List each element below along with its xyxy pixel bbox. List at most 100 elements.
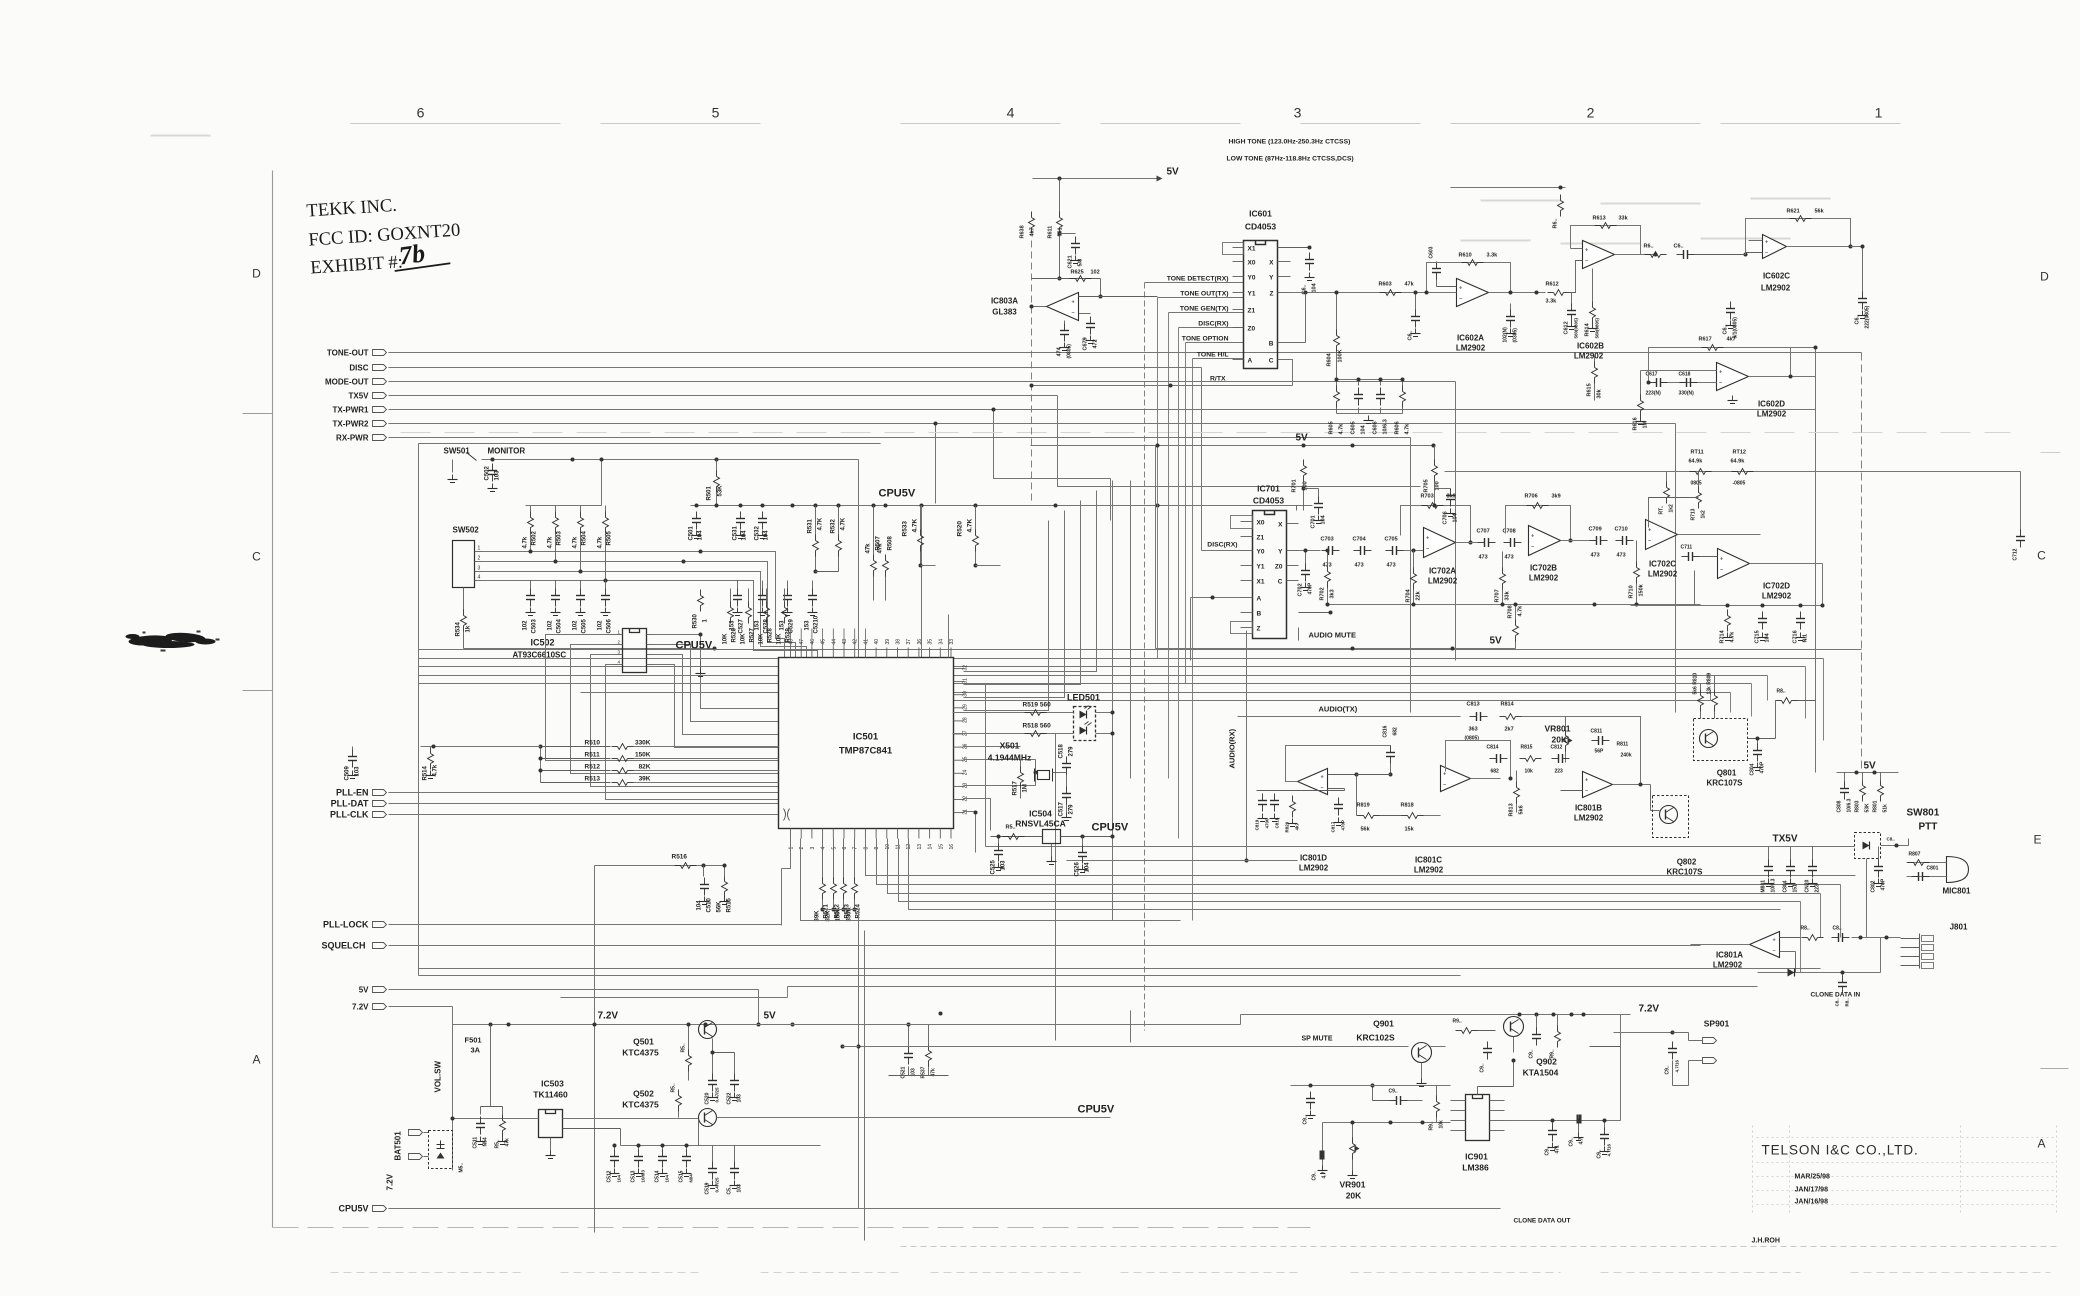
svg-text:2: 2: [1587, 105, 1595, 121]
svg-text:R528: R528: [768, 627, 774, 642]
svg-text:0.47/25: 0.47/25: [715, 1177, 720, 1193]
svg-text:150K: 150K: [635, 752, 651, 759]
svg-text:5V: 5V: [1864, 761, 1877, 772]
svg-text:8: 8: [863, 847, 869, 850]
svg-text:PLL-CLK: PLL-CLK: [330, 810, 369, 820]
svg-text:150k: 150k: [1639, 583, 1645, 596]
svg-text:C6..: C6..: [1855, 314, 1861, 325]
svg-text:40: 40: [874, 639, 880, 645]
svg-text:473: 473: [1479, 555, 1488, 561]
svg-text:IC801B: IC801B: [1575, 804, 1602, 813]
svg-text:C816: C816: [1383, 725, 1389, 737]
svg-text:N.1: N.1: [1803, 634, 1809, 643]
svg-text:102: 102: [598, 620, 604, 631]
svg-text:R605: R605: [1329, 421, 1335, 434]
svg-text:Y1: Y1: [1257, 564, 1265, 571]
svg-text:IC504: IC504: [1029, 809, 1052, 819]
svg-text:KRC102S: KRC102S: [1356, 1033, 1395, 1043]
svg-text:R611: R611: [1048, 226, 1054, 239]
svg-text:Y: Y: [1278, 549, 1283, 556]
svg-text:82K: 82K: [639, 764, 651, 771]
svg-text:10K: 10K: [723, 633, 729, 645]
svg-text:222(0805): 222(0805): [1865, 305, 1871, 328]
svg-text:C706: C706: [1443, 511, 1449, 524]
svg-text:1: 1: [703, 619, 709, 623]
svg-text:C5..: C5..: [727, 1185, 733, 1195]
svg-text:30k: 30k: [1597, 388, 1603, 398]
svg-text:A: A: [1257, 596, 1262, 603]
svg-text:0805: 0805: [1691, 481, 1702, 487]
svg-text:KRC107S: KRC107S: [1666, 868, 1703, 877]
svg-text:R813: R813: [1509, 803, 1515, 816]
svg-text:100: 100: [1303, 481, 1309, 490]
svg-text:C606: C606: [1373, 421, 1379, 434]
svg-text:TMP87C841: TMP87C841: [839, 746, 893, 757]
svg-text:IC702C: IC702C: [1649, 560, 1676, 569]
svg-text:R514: R514: [423, 765, 429, 780]
svg-text:LM2902: LM2902: [1762, 592, 1792, 601]
svg-text:37: 37: [906, 639, 912, 645]
svg-text:R9..: R9..: [1429, 1121, 1435, 1131]
svg-text:2: 2: [799, 847, 805, 850]
svg-text:C9..: C9..: [1303, 1115, 1309, 1125]
svg-text:Z1: Z1: [1248, 308, 1256, 315]
svg-text:3A: 3A: [471, 1046, 481, 1055]
svg-text:DISC: DISC: [349, 364, 368, 373]
svg-text:+: +: [1765, 240, 1768, 246]
svg-text:R517: R517: [1013, 780, 1019, 795]
svg-text:C: C: [1278, 579, 1283, 586]
svg-text:−: −: [1459, 297, 1462, 303]
svg-text:LED501: LED501: [1067, 693, 1100, 703]
svg-text:R503: R503: [557, 530, 563, 545]
svg-text:+: +: [1443, 772, 1446, 778]
svg-text:10k: 10k: [1439, 1120, 1445, 1129]
svg-text:C716: C716: [1793, 630, 1799, 643]
svg-text:R819: R819: [1357, 803, 1370, 809]
svg-text:474: 474: [1057, 346, 1063, 356]
svg-text:IC701: IC701: [1257, 484, 1280, 494]
svg-text:4.7K: 4.7K: [967, 518, 974, 532]
svg-text:330(N): 330(N): [1679, 391, 1695, 397]
svg-text:3: 3: [810, 847, 816, 850]
svg-text:+: +: [1585, 778, 1588, 784]
svg-text:C704: C704: [1353, 537, 1367, 543]
svg-text:R521: R521: [824, 903, 830, 918]
svg-text:D: D: [2040, 270, 2049, 284]
svg-text:104: 104: [617, 1174, 622, 1182]
svg-text:SW801: SW801: [1907, 808, 1940, 819]
svg-text:DISC(RX): DISC(RX): [1207, 542, 1237, 549]
svg-text:104: 104: [1312, 282, 1318, 292]
svg-text:10/6.3: 10/6.3: [1847, 798, 1853, 812]
svg-text:3.3k: 3.3k: [1546, 299, 1558, 305]
svg-text:14: 14: [928, 844, 934, 850]
svg-text:C710: C710: [1615, 527, 1628, 533]
svg-text:−: −: [1648, 539, 1651, 545]
svg-text:IC602B: IC602B: [1577, 342, 1604, 351]
svg-text:2: 2: [618, 640, 621, 645]
svg-text:−: −: [1426, 547, 1429, 553]
svg-text:33k: 33k: [1619, 216, 1629, 222]
svg-text:R513: R513: [585, 776, 601, 783]
svg-text:C: C: [252, 550, 261, 564]
svg-text:C818: C818: [1275, 817, 1280, 828]
svg-text:10K: 10K: [759, 633, 765, 645]
svg-text:15: 15: [938, 844, 944, 850]
svg-text:HIGH TONE (123.0Hz-250.3Hz: HIGH TONE (123.0Hz-250.3Hz CTCSS): [1229, 139, 1351, 146]
svg-text:IC602C: IC602C: [1763, 272, 1790, 281]
svg-text:KTC4375: KTC4375: [622, 1048, 659, 1058]
svg-text:TELSON I&C CO.,LTD.: TELSON I&C CO.,LTD.: [1762, 1143, 1919, 1158]
svg-text:IC801D: IC801D: [1300, 854, 1327, 863]
svg-text:C520: C520: [705, 1092, 711, 1104]
svg-text:R707: R707: [1495, 589, 1501, 602]
svg-text:10/6.3: 10/6.3: [641, 1169, 646, 1182]
svg-text:CLONE DATA OUT: CLONE DATA OUT: [1514, 1218, 1571, 1225]
svg-text:LM2902: LM2902: [1757, 410, 1787, 419]
svg-text:47k: 47k: [866, 543, 872, 554]
svg-text:TX5V: TX5V: [348, 392, 369, 401]
svg-text:5k6 R810: 5k6 R810: [1693, 673, 1699, 695]
svg-text:+: +: [1531, 534, 1534, 540]
svg-text:104: 104: [1361, 424, 1367, 434]
svg-text:1: 1: [618, 630, 621, 635]
svg-text:X1: X1: [1248, 246, 1256, 253]
svg-text:LOW TONE (87Hz-118.8Hz CTCS: LOW TONE (87Hz-118.8Hz CTCSS,DCS): [1227, 156, 1354, 163]
